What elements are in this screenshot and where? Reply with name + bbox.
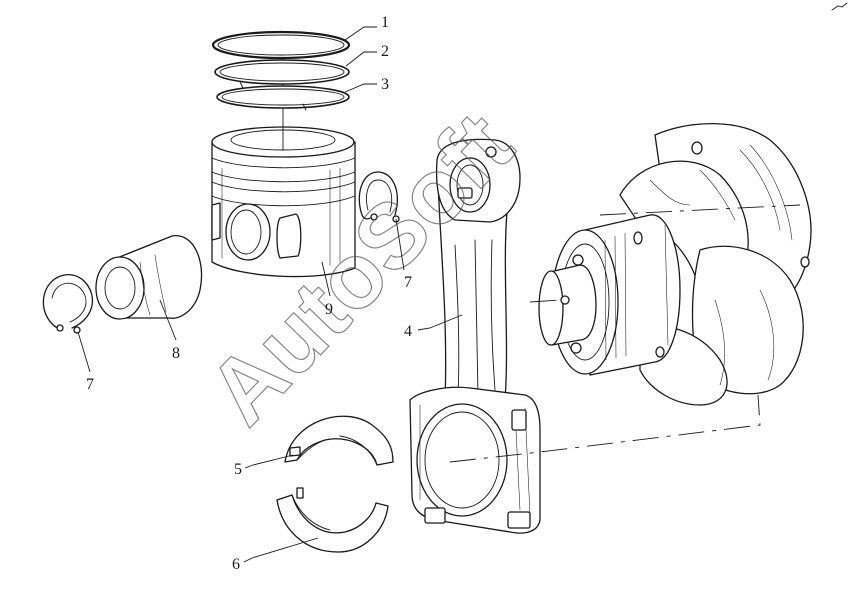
callout-labels: 1 2 3 4 5 6 7 7 8 9 bbox=[86, 14, 412, 573]
leader-lines bbox=[77, 26, 463, 563]
callout-7-right: 7 bbox=[404, 274, 412, 291]
piston bbox=[211, 40, 356, 278]
callout-4: 4 bbox=[404, 323, 412, 340]
piston-ring-3 bbox=[216, 85, 350, 111]
callout-6: 6 bbox=[232, 556, 240, 573]
circlip bbox=[358, 171, 400, 223]
callout-3: 3 bbox=[381, 76, 389, 93]
upper-bearing-shell bbox=[284, 415, 394, 466]
piston-ring-2 bbox=[214, 59, 350, 89]
circlip-left bbox=[42, 274, 93, 334]
callout-9: 9 bbox=[325, 301, 333, 318]
crankshaft bbox=[529, 122, 812, 406]
piston-pin bbox=[95, 235, 203, 320]
callout-1: 1 bbox=[381, 14, 389, 31]
connecting-rod bbox=[409, 138, 761, 534]
piston-ring-1 bbox=[211, 30, 351, 60]
callout-5: 5 bbox=[234, 461, 242, 478]
callout-8: 8 bbox=[172, 345, 180, 362]
lower-bearing-shell bbox=[276, 487, 389, 553]
callout-2: 2 bbox=[381, 43, 389, 60]
callout-7-left: 7 bbox=[86, 376, 94, 393]
corner-mark bbox=[831, 2, 848, 11]
